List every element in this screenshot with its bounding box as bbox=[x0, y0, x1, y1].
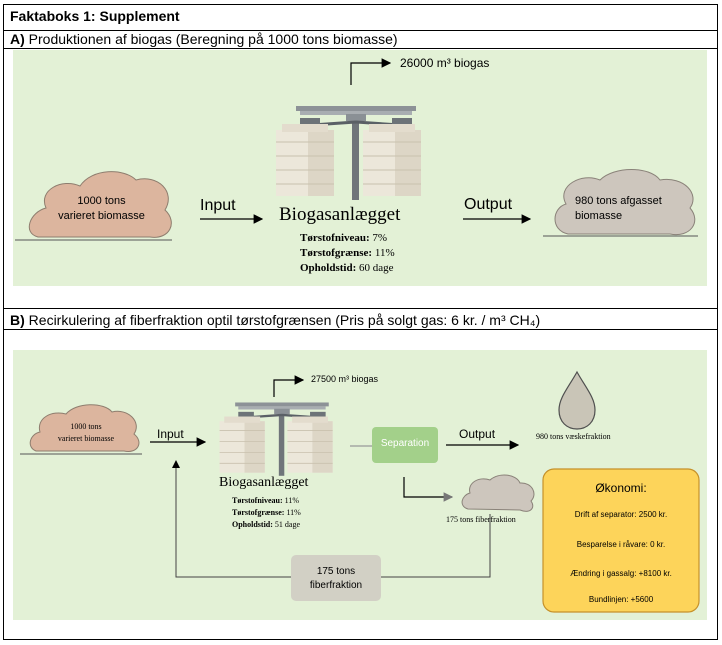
input-cloud-text-b: 1000 tons varieret biomasse bbox=[36, 421, 136, 445]
section-b-title-text: Recirkulering af fiberfraktion optil tør… bbox=[28, 312, 541, 328]
input-cloud-a bbox=[28, 171, 172, 238]
section-b-title-divider bbox=[3, 329, 718, 330]
separation-box bbox=[372, 427, 438, 463]
section-b-top-divider bbox=[3, 308, 718, 309]
fiber-cloud bbox=[461, 474, 535, 512]
recycle-box-text: 175 tons fiberfraktion bbox=[291, 565, 381, 593]
fact-box-title: Faktaboks 1: Supplement bbox=[10, 8, 180, 24]
output-label-a: Output bbox=[464, 196, 513, 213]
output-cloud-text-a: 980 tons afgasset biomasse bbox=[575, 194, 662, 224]
stat-row: Opholdstid: 51 dage bbox=[232, 520, 301, 529]
input-cloud-line-2: varieret biomasse bbox=[57, 434, 115, 443]
liquid-fraction-label: 980 tons væskefraktion bbox=[536, 432, 611, 441]
output-label-b: Output bbox=[459, 427, 496, 441]
input-label-a: Input bbox=[200, 197, 236, 214]
output-cloud-line-2: biomasse bbox=[575, 210, 623, 222]
separation-label: Separation bbox=[380, 438, 430, 449]
economy-line: Bundlinjen: +5600 bbox=[588, 595, 654, 604]
section-a-title-text: Produktionen af biogas (Beregning på 100… bbox=[28, 31, 398, 47]
fiber-arrow bbox=[403, 477, 454, 502]
input-cloud-b bbox=[29, 404, 140, 452]
economy-line: Drift af separator: 2500 kr. bbox=[574, 510, 668, 519]
recycle-line-2: fiberfraktion bbox=[309, 580, 363, 591]
input-cloud-line-2: varieret biomasse bbox=[58, 210, 145, 222]
economy-box bbox=[542, 468, 700, 613]
biogas-plant-icon-a bbox=[275, 106, 422, 200]
header-divider bbox=[3, 30, 718, 31]
section-a-title: A) Produktionen af biogas (Beregning på … bbox=[10, 31, 398, 47]
biogas-arrow-b bbox=[273, 375, 305, 397]
liquid-drop-icon bbox=[558, 370, 596, 430]
fact-box-frame bbox=[3, 4, 718, 640]
plant-stats-a: Tørstofniveau: 7% Tørstofgrænse: 11% Oph… bbox=[300, 231, 395, 276]
plant-name-a: Biogasanlægget bbox=[279, 204, 401, 225]
input-cloud-text-a: 1000 tons varieret biomasse bbox=[44, 194, 159, 224]
stat-row: Opholdstid: 60 dage bbox=[300, 262, 394, 274]
section-b-title: B) Recirkulering af fiberfraktion optil … bbox=[10, 312, 540, 328]
stat-row: Tørstofgrænse: 11% bbox=[232, 508, 301, 517]
output-cloud-a bbox=[554, 169, 696, 236]
input-cloud-line-1: 1000 tons bbox=[77, 195, 126, 207]
input-cloud-line-1: 1000 tons bbox=[70, 422, 102, 431]
economy-line: Besparelse i råvare: 0 kr. bbox=[576, 540, 666, 549]
section-b-letter: B) bbox=[10, 312, 25, 328]
section-a-divider bbox=[3, 48, 718, 49]
section-a-letter: A) bbox=[10, 31, 25, 47]
stat-row: Tørstofniveau: 7% bbox=[300, 232, 388, 244]
plant-name-b: Biogasanlægget bbox=[219, 475, 309, 490]
recycle-line-1: 175 tons bbox=[316, 566, 356, 577]
section-a-panel bbox=[13, 50, 707, 286]
biogas-arrow-a bbox=[350, 58, 392, 85]
stat-row: Tørstofniveau: 11% bbox=[232, 496, 300, 505]
output-cloud-line-1: 980 tons afgasset bbox=[575, 195, 662, 207]
biogas-plant-icon-b bbox=[219, 402, 334, 476]
economy-title: Økonomi: bbox=[595, 481, 647, 495]
economy-line: Ændring i gassalg: +8100 kr. bbox=[570, 569, 672, 578]
plant-stats-b: Tørstofniveau: 11% Tørstofgrænse: 11% Op… bbox=[232, 495, 301, 531]
fiber-fraction-label: 175 tons fiberfraktion bbox=[446, 515, 516, 524]
stat-row: Tørstofgrænse: 11% bbox=[300, 247, 395, 259]
recycle-box bbox=[291, 555, 381, 601]
biogas-output-b: 27500 m³ biogas bbox=[311, 374, 379, 384]
input-label-b: Input bbox=[157, 427, 184, 441]
biogas-output-a: 26000 m³ biogas bbox=[400, 56, 490, 70]
